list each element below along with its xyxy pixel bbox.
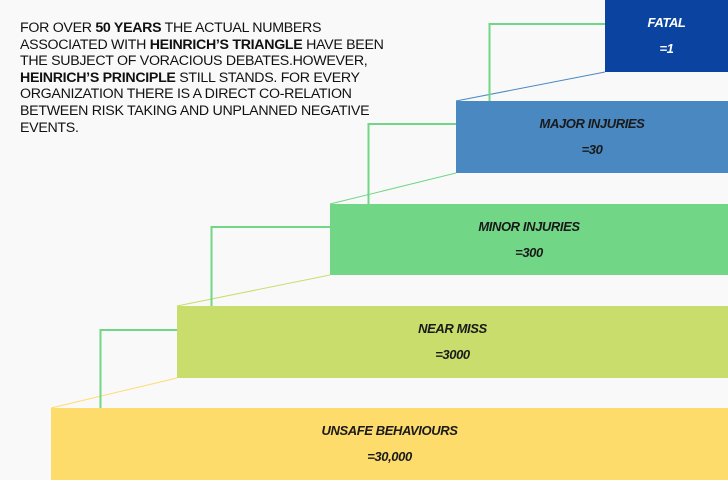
step-unsafe-behaviours: UNSAFE BEHAVIOURS =30,000 <box>51 408 728 480</box>
step-value: =300 <box>515 244 543 260</box>
step-major-injuries: MAJOR INJURIES =30 <box>456 101 728 173</box>
intro-seg: THE ACTUAL NUMBERS ASSOCIATED WITH <box>20 20 322 53</box>
intro-seg: FOR OVER <box>20 20 96 36</box>
step-label: FATAL <box>647 15 686 30</box>
intro-paragraph: FOR OVER 50 YEARS THE ACTUAL NUMBERS ASS… <box>20 20 390 136</box>
intro-seg-bold: HEINRICH’S TRIANGLE <box>149 36 303 53</box>
step-value: =30 <box>581 142 603 157</box>
step-value: =1 <box>659 41 674 56</box>
step-label: MAJOR INJURIES <box>539 116 645 131</box>
step-near-miss: NEAR MISS =3000 <box>177 306 728 378</box>
step-label: UNSAFE BEHAVIOURS <box>321 423 458 438</box>
intro-seg: STILL STANDS. FOR EVERY ORGANIZATION THE… <box>20 69 370 136</box>
intro-seg: HAVE BEEN THE SUBJECT OF VORACIOUS DEBAT… <box>20 36 384 70</box>
step-value: =30,000 <box>367 449 412 464</box>
step-minor-injuries: MINOR INJURIES =300 <box>330 204 728 275</box>
step-label: MINOR INJURIES <box>478 218 580 234</box>
step-value: =3000 <box>435 347 470 362</box>
step-fatal: FATAL =1 <box>605 0 728 72</box>
intro-seg-bold: 50 YEARS <box>95 20 162 36</box>
step-label: NEAR MISS <box>418 321 487 336</box>
intro-seg-bold: HEINRICH’S PRINCIPLE <box>20 69 176 86</box>
